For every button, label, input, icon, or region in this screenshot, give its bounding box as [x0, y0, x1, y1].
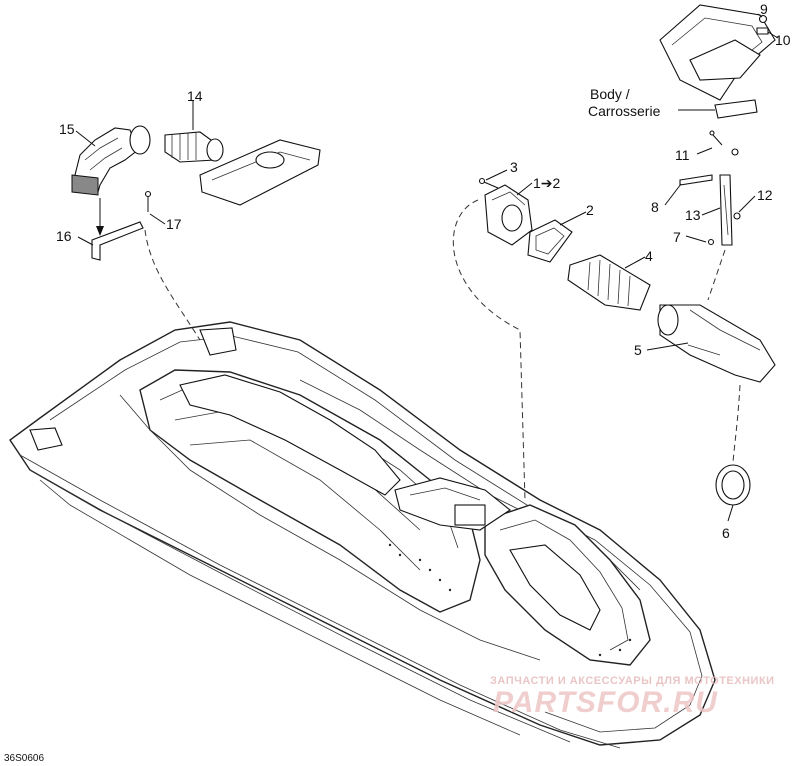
callout-14: 14 [187, 88, 203, 104]
callout-6: 6 [722, 525, 730, 541]
callout-9: 9 [760, 1, 768, 17]
watermark-tagline: ЗАПЧАСТИ И АКСЕССУАРЫ ДЛЯ МОТОТЕХНИКИ [490, 675, 775, 687]
callout-1-2: 1➔2 [533, 175, 561, 191]
intake-duct-left [71, 125, 321, 341]
body-label-line1: Body / [590, 86, 630, 102]
callout-17: 17 [166, 216, 182, 232]
support-hardware [659, 4, 776, 301]
intake-duct-right [452, 177, 776, 506]
watermark: ЗАПЧАСТИ И АКСЕССУАРЫ ДЛЯ МОТОТЕХНИКИ PA… [490, 675, 775, 719]
watercraft-hull [9, 321, 716, 749]
callout-10: 10 [775, 32, 791, 48]
callout-5: 5 [634, 342, 642, 358]
callout-2: 2 [586, 202, 594, 218]
callout-13: 13 [685, 207, 701, 223]
callout-3: 3 [510, 159, 518, 175]
drawing-code: 36S0606 [4, 753, 44, 764]
callout-7: 7 [673, 229, 681, 245]
callout-15: 15 [59, 121, 75, 137]
callout-12: 12 [757, 187, 773, 203]
callout-16: 16 [56, 228, 72, 244]
callout-8: 8 [651, 199, 659, 215]
leader-lines [75, 13, 779, 522]
callout-4: 4 [645, 248, 653, 264]
watermark-logo: PARTSFOR.RU [493, 686, 718, 719]
body-label-line2: Carrosserie [588, 103, 661, 119]
callout-11: 11 [675, 147, 690, 163]
